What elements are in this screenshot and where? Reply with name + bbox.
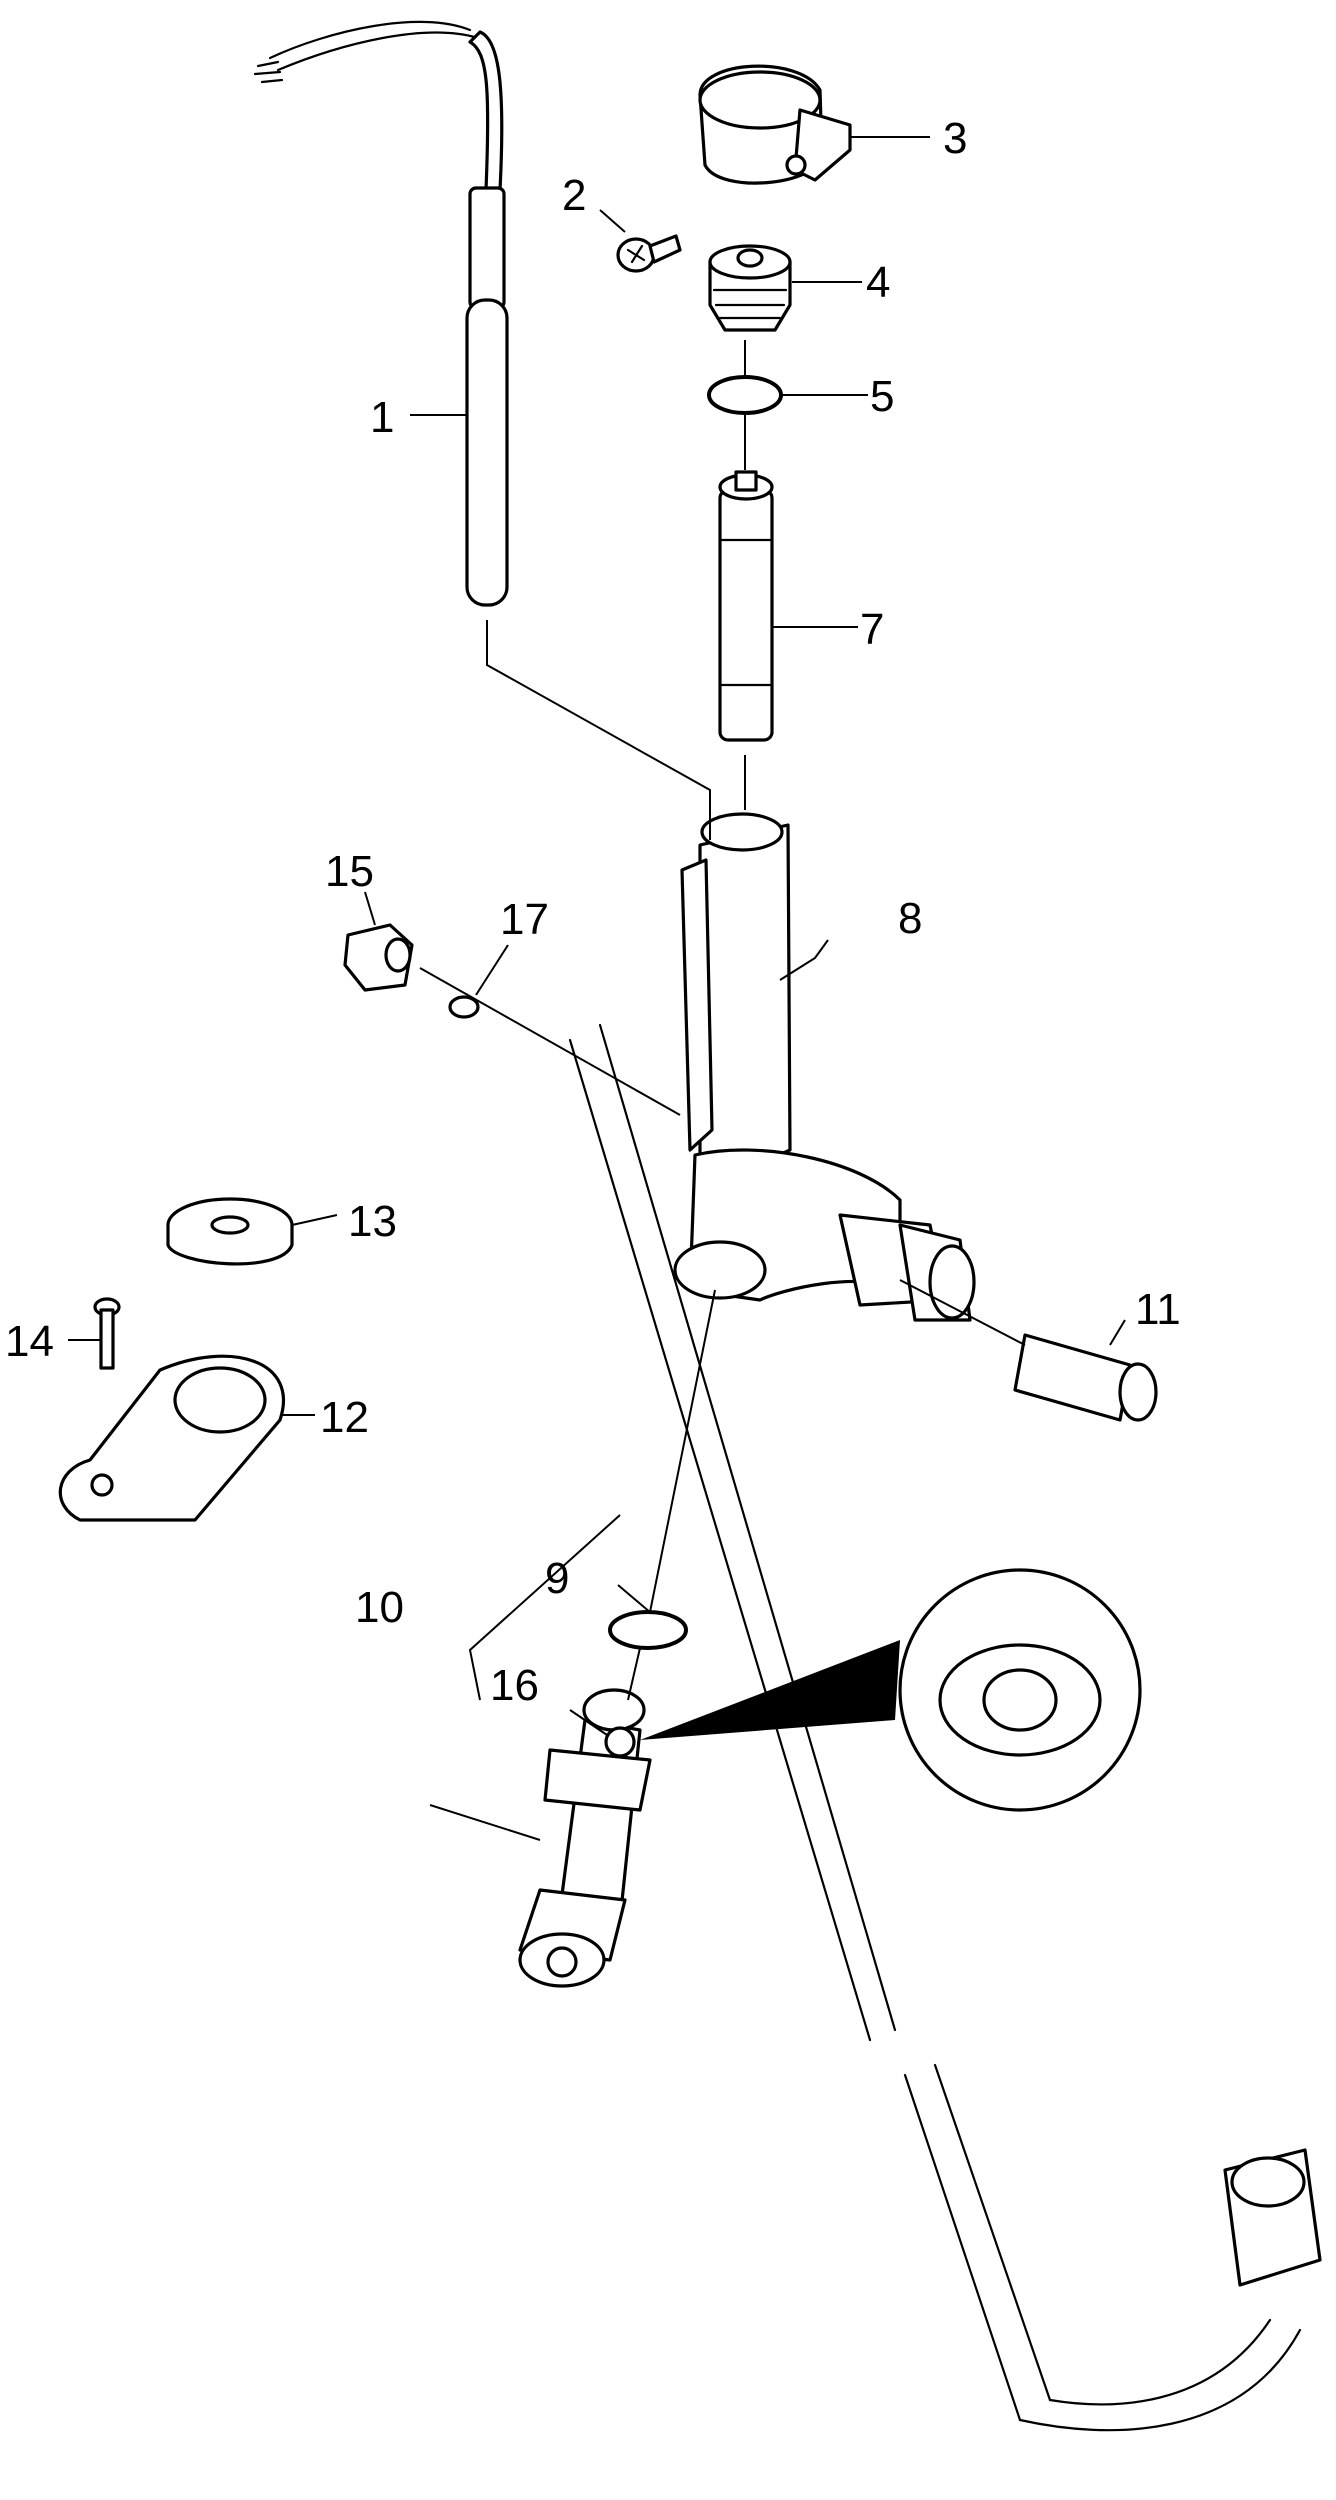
callout-5: 5 — [870, 372, 894, 421]
part-1-sensor — [253, 20, 509, 607]
callout-16: 16 — [490, 1661, 539, 1710]
part-4-plug — [708, 244, 792, 332]
part-13-nut — [166, 1197, 294, 1266]
part-7-tube — [718, 470, 774, 742]
part-9-seal — [608, 1610, 688, 1650]
assembly-guides — [419, 340, 1026, 1701]
callout-8: 8 — [898, 894, 922, 943]
part-2-screw — [616, 234, 682, 273]
callout-11: 11 — [1135, 1285, 1181, 1334]
callout-4: 4 — [866, 258, 890, 307]
detail-magnifier — [640, 1568, 1142, 1812]
part-16-insert — [604, 1726, 636, 1758]
callout-17: 17 — [500, 895, 549, 944]
part-14-pin — [93, 1297, 121, 1370]
callout-14: 14 — [5, 1317, 54, 1366]
part-15-plug — [343, 923, 414, 992]
callout-labels: 1 2 3 4 5 7 8 9 10 11 12 13 14 15 17 16 — [5, 114, 1181, 1710]
callout-9: 9 — [545, 1554, 569, 1603]
callout-13: 13 — [348, 1197, 397, 1246]
part-10-nozzle-assembly — [518, 1688, 652, 1988]
callout-2: 2 — [562, 171, 586, 220]
callout-3: 3 — [943, 114, 967, 163]
callout-12: 12 — [320, 1393, 369, 1442]
part-12-bracket — [58, 1354, 286, 1522]
part-17-o-ring — [448, 995, 480, 1019]
part-3-clamp — [698, 64, 852, 185]
callout-1: 1 — [370, 393, 394, 442]
part-8-housing — [673, 812, 976, 1322]
part-5-o-ring — [707, 375, 783, 415]
long-pipe — [568, 1023, 1322, 2432]
part-11-filter — [1013, 1333, 1158, 1422]
callout-15: 15 — [325, 847, 374, 896]
callout-10: 10 — [355, 1583, 404, 1632]
callout-leaders — [68, 136, 1126, 1841]
callout-7: 7 — [860, 605, 884, 654]
